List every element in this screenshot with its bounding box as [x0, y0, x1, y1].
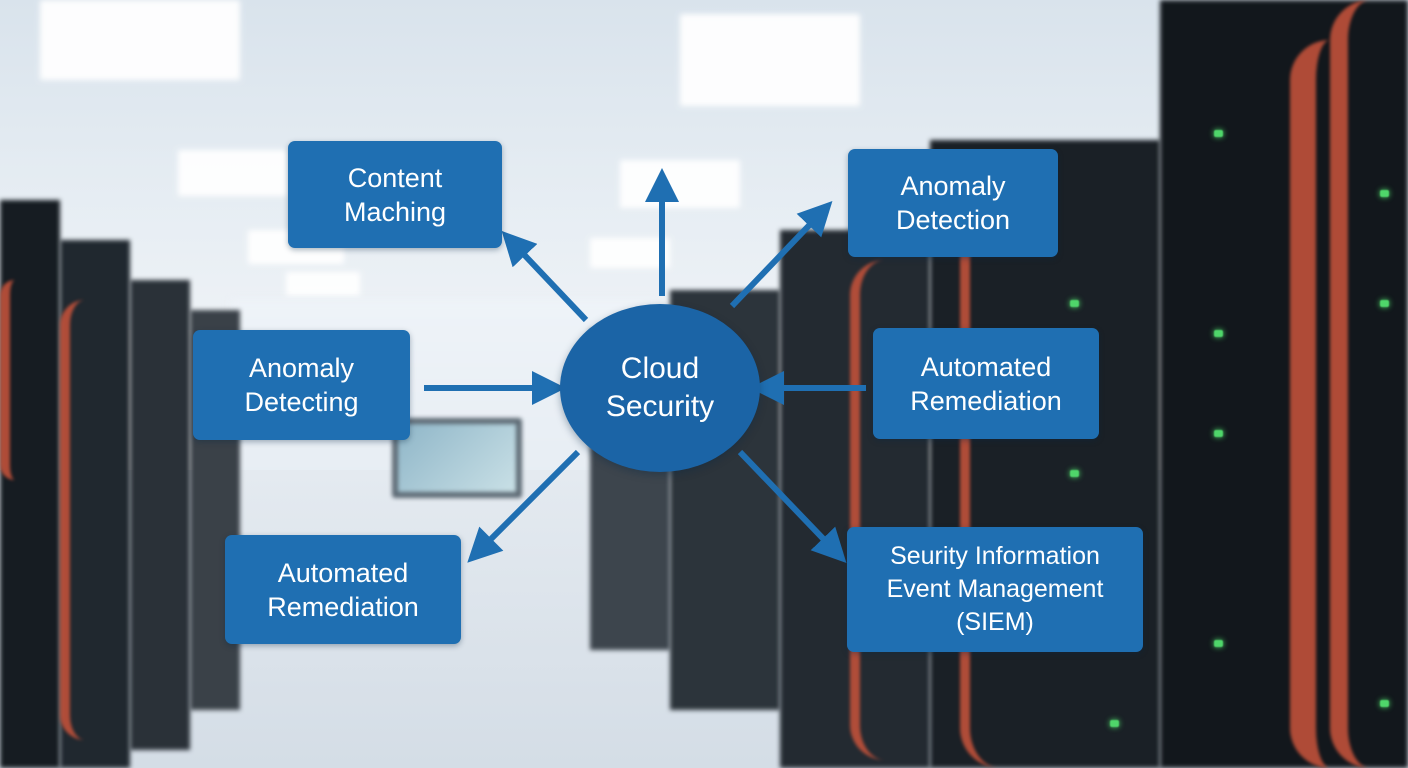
status-led — [1070, 470, 1079, 477]
arrow-to-content-matching — [501, 230, 589, 323]
ceiling-light — [286, 272, 360, 296]
node-anomaly-detection: Anomaly Detection — [848, 149, 1058, 257]
center-node-cloud-security: Cloud Security — [560, 304, 760, 472]
status-led — [1110, 720, 1119, 727]
cable-bundle — [0, 280, 30, 480]
status-led — [1214, 330, 1223, 337]
arrow-to-anomaly-detection — [729, 200, 833, 309]
status-led — [1214, 640, 1223, 647]
ceiling-light — [590, 238, 670, 268]
status-led — [1380, 190, 1389, 197]
cable-bundle — [960, 220, 1050, 768]
node-label: Automated Remediation — [267, 557, 419, 622]
wall-monitor — [392, 418, 522, 498]
status-led — [1380, 700, 1389, 707]
node-label: Anomaly Detection — [895, 171, 1011, 235]
server-rack — [130, 280, 190, 750]
status-led — [1214, 430, 1223, 437]
cable-bundle — [1330, 0, 1408, 768]
cable-bundle — [60, 300, 110, 740]
node-label: Content Maching — [343, 162, 447, 227]
node-automated-remediation-right: Automated Remediation — [873, 328, 1099, 439]
node-label: Automated Remediation — [910, 351, 1062, 416]
node-anomaly-detecting: Anomaly Detecting — [193, 330, 410, 440]
ceiling-light — [680, 14, 860, 106]
ceiling-light — [620, 160, 740, 208]
status-led — [1214, 130, 1223, 137]
server-rack — [1160, 0, 1408, 768]
cable-bundle — [850, 260, 920, 760]
arrow-to-siem — [737, 449, 847, 563]
node-content-matching: Content Maching — [288, 141, 502, 248]
arrow-to-automated-remediation — [467, 449, 581, 563]
node-automated-remediation-left: Automated Remediation — [225, 535, 461, 644]
status-led — [1070, 300, 1079, 307]
node-label: Anomaly Detecting — [244, 353, 359, 417]
ceiling-light — [40, 0, 240, 80]
cable-bundle — [1290, 40, 1408, 768]
node-siem: Seurity Information Event Management (SI… — [847, 527, 1143, 652]
status-led — [1380, 300, 1389, 307]
ceiling-light — [178, 150, 288, 196]
node-label: Seurity Information Event Management (SI… — [886, 542, 1104, 636]
center-label: Cloud Security — [605, 352, 715, 423]
